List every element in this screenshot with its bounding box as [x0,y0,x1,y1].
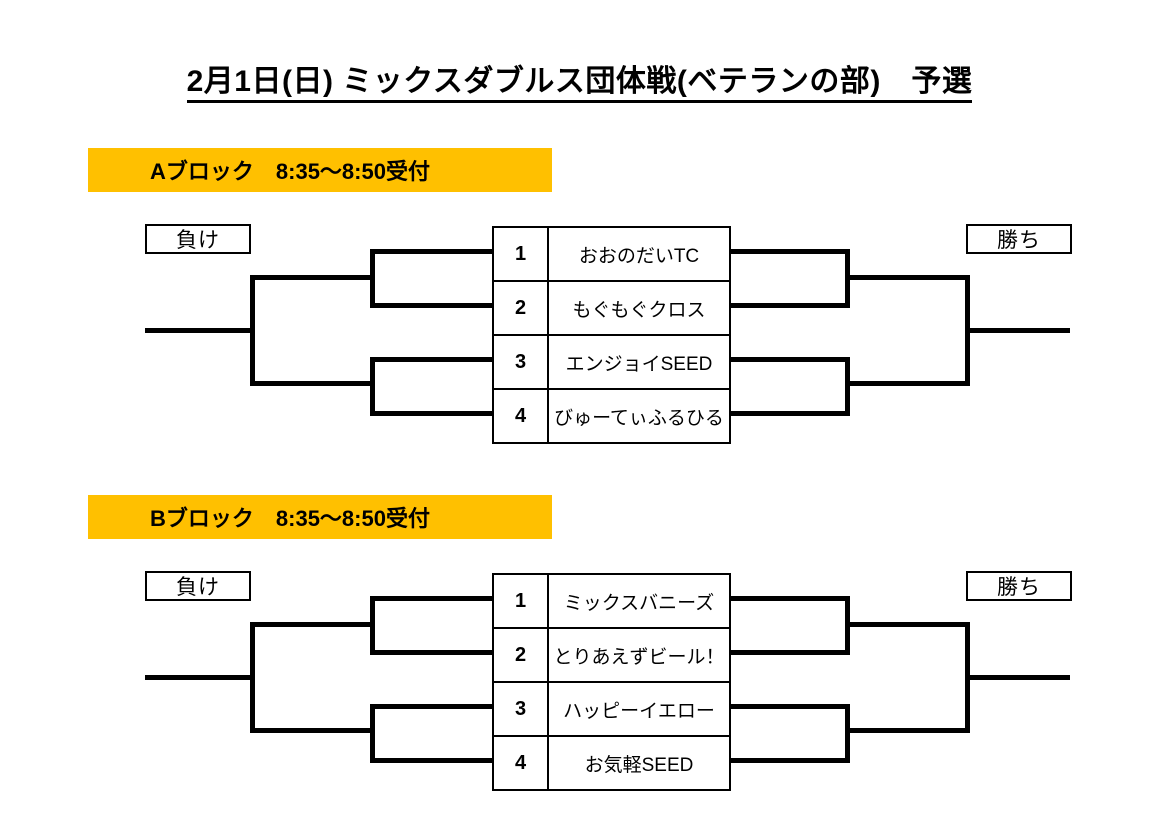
block-b-seed-3: 3 [492,681,549,737]
block-a-win-tag: 勝ち [966,224,1072,254]
block-a-left-outer-vertical [250,275,255,386]
block-a-banner: Aブロック 8:35〜8:50受付 [88,148,552,192]
block-b-left-outer-bottom [250,728,375,733]
block-b-left-outer-vertical [250,622,255,733]
block-a-left-stem [145,328,255,333]
block-b-win-label: 勝ち [997,576,1041,599]
block-b-banner: Bブロック 8:35〜8:50受付 [88,495,552,539]
table-row[interactable]: 3 ハッピーイエロー [492,681,731,737]
block-a-right-inner-row3 [726,357,850,362]
block-a-left-inner-vertical-top [370,249,375,303]
block-a-team-1: おおのだいTC [547,226,731,282]
block-b-seed-2: 2 [492,627,549,683]
table-row[interactable]: 1 ミックスバニーズ [492,573,731,629]
table-row[interactable]: 4 お気軽SEED [492,735,731,791]
block-a-left-inner-row4 [370,411,494,416]
block-b-left-inner-vertical-bottom [370,704,375,758]
block-b-team-4: お気軽SEED [547,735,731,791]
block-b-right-outer-bottom [845,728,970,733]
block-a-banner-time: 8:35〜8:50受付 [275,159,430,184]
block-b-right-outer-top [845,622,970,627]
block-a-team-3: エンジョイSEED [547,334,731,390]
block-a-seed-3: 3 [492,334,549,390]
block-a-seed-2: 2 [492,280,549,336]
block-b-left-inner-row4 [370,758,494,763]
block-a-win-label: 勝ち [997,229,1041,252]
block-b-team-1: ミックスバニーズ [547,573,731,629]
block-b-left-inner-row3 [370,704,494,709]
block-b-team-2: とりあえずビール！ [547,627,731,683]
table-row[interactable]: 2 とりあえずビール！ [492,627,731,683]
block-a-right-outer-bottom [845,381,970,386]
block-a-right-stem [965,328,1070,333]
table-row[interactable]: 4 びゅーてぃふるひる [492,388,731,444]
block-b-right-inner-row3 [726,704,850,709]
block-a-right-inner-row4 [726,411,850,416]
block-b-left-inner-row2 [370,650,494,655]
block-a-left-inner-row3 [370,357,494,362]
block-a-banner-name: Aブロック [150,159,254,184]
block-a-lose-tag: 負け [145,224,251,254]
block-a-left-inner-row1 [370,249,494,254]
block-a-right-inner-row1 [726,249,850,254]
block-b-lose-tag: 負け [145,571,251,601]
block-a-team-table: 1 おおのだいTC 2 もぐもぐクロス 3 エンジョイSEED 4 びゅーてぃふ… [492,226,731,444]
block-b-right-stem [965,675,1070,680]
block-b-left-inner-vertical-top [370,596,375,650]
block-b-banner-time: 8:35〜8:50受付 [275,506,430,531]
block-b-lose-label: 負け [176,576,220,599]
block-a-right-outer-top [845,275,970,280]
block-a-seed-1: 1 [492,226,549,282]
page-title: 2月1日(日) ミックスダブルス団体戦(ベテランの部) 予選 [0,56,1159,103]
block-b-right-inner-row4 [726,758,850,763]
block-a-seed-4: 4 [492,388,549,444]
block-b-left-stem [145,675,255,680]
page-title-text: 2月1日(日) ミックスダブルス団体戦(ベテランの部) 予選 [186,65,973,103]
block-b-seed-1: 1 [492,573,549,629]
block-a-team-4: びゅーてぃふるひる [547,388,731,444]
table-row[interactable]: 1 おおのだいTC [492,226,731,282]
block-b-team-table: 1 ミックスバニーズ 2 とりあえずビール！ 3 ハッピーイエロー 4 お気軽S… [492,573,731,791]
block-a-left-outer-top [250,275,375,280]
block-a-lose-label: 負け [176,229,220,252]
block-b-banner-name: Bブロック [150,506,254,531]
block-b-team-3: ハッピーイエロー [547,681,731,737]
block-a-team-2: もぐもぐクロス [547,280,731,336]
block-b-left-outer-top [250,622,375,627]
block-b-left-inner-row1 [370,596,494,601]
block-a-left-outer-bottom [250,381,375,386]
table-row[interactable]: 3 エンジョイSEED [492,334,731,390]
block-b-win-tag: 勝ち [966,571,1072,601]
block-b-seed-4: 4 [492,735,549,791]
block-b-right-inner-row1 [726,596,850,601]
table-row[interactable]: 2 もぐもぐクロス [492,280,731,336]
block-a-right-inner-row2 [726,303,850,308]
block-a-left-inner-vertical-bottom [370,357,375,411]
block-b-right-inner-row2 [726,650,850,655]
block-a-left-inner-row2 [370,303,494,308]
